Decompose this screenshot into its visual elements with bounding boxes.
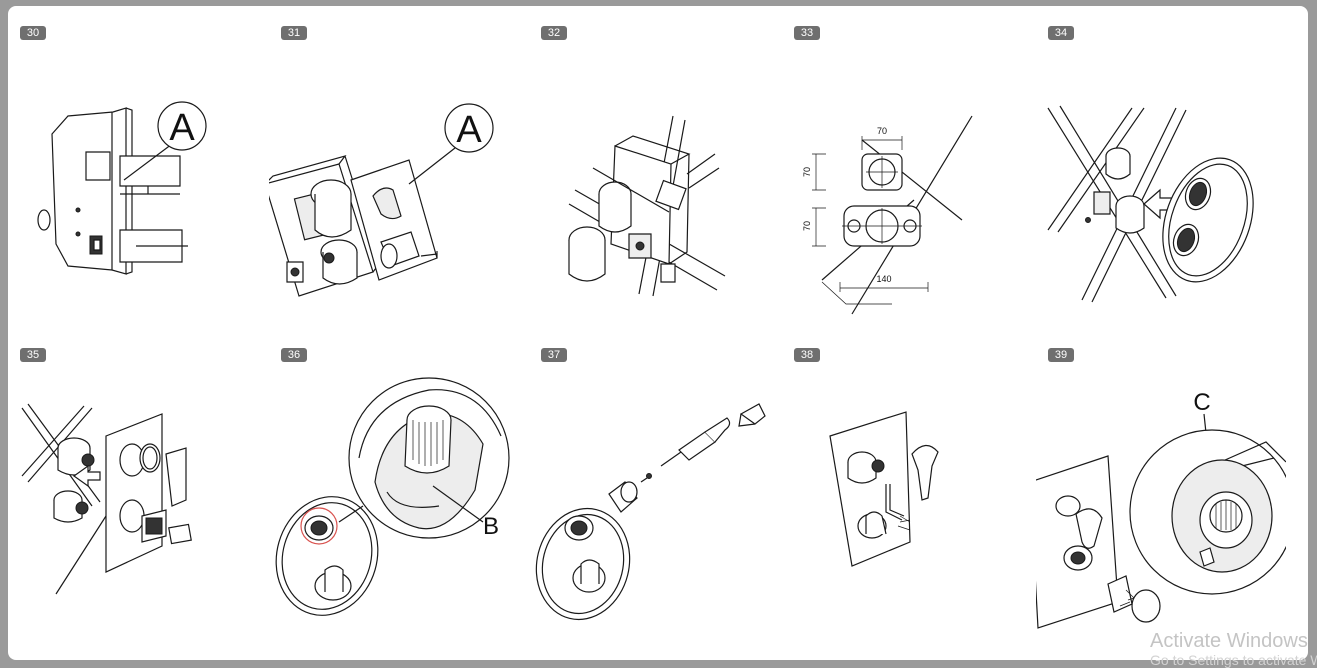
step-number-badge: 36 xyxy=(281,348,307,362)
dimension-lower-height: 70 xyxy=(802,221,812,231)
step-number-badge: 38 xyxy=(794,348,820,362)
callout-label: C xyxy=(1193,389,1210,416)
step-34: 34 xyxy=(1036,26,1286,326)
step-36: 36 B xyxy=(269,348,519,648)
spline-adapter-detail-diagram: B xyxy=(269,366,519,646)
step-39: 39 C xyxy=(1036,348,1286,648)
exploded-box-assembly-diagram: A xyxy=(269,44,519,324)
step-number-badge: 34 xyxy=(1048,26,1074,40)
dimension-top-width: 70 xyxy=(877,126,887,136)
step-33: 33 70 70 70 140 xyxy=(782,26,1032,326)
step-number-badge: 30 xyxy=(20,26,46,40)
step-31: 31 A xyxy=(269,26,519,326)
step-number-badge: 33 xyxy=(794,26,820,40)
handle-fixing-screwdriver-diagram xyxy=(529,366,779,646)
step-38: 38 xyxy=(782,348,1032,648)
mixing-valve-side-view-diagram: A xyxy=(8,44,258,324)
lever-handle-hex-key-diagram xyxy=(782,366,1032,646)
cover-plate-alignment-diagram xyxy=(1036,44,1286,324)
callout-label: B xyxy=(483,513,499,540)
valve-with-pipes-diagram xyxy=(529,44,779,324)
callout-label: A xyxy=(456,109,482,151)
callout-label: A xyxy=(169,107,195,149)
os-watermark-subtext: Go to Settings to activate Windows. xyxy=(1150,652,1317,668)
step-number-badge: 32 xyxy=(541,26,567,40)
dimension-bottom-width: 140 xyxy=(876,274,891,284)
step-number-badge: 35 xyxy=(20,348,46,362)
instruction-sheet: 30 A 31 xyxy=(8,6,1308,660)
step-number-badge: 37 xyxy=(541,348,567,362)
installation-dimensions-diagram: 70 70 70 140 xyxy=(802,44,1032,324)
os-watermark: Activate Windows xyxy=(1150,630,1308,652)
cartridge-spline-detail-diagram: C xyxy=(1036,389,1286,646)
step-35: 35 xyxy=(8,348,258,648)
step-number-badge: 31 xyxy=(281,26,307,40)
step-37: 37 xyxy=(529,348,779,648)
step-30: 30 A xyxy=(8,26,258,326)
dimension-upper-height: 70 xyxy=(802,167,812,177)
step-number-badge: 39 xyxy=(1048,348,1074,362)
cover-plate-installation-diagram xyxy=(8,366,258,646)
step-32: 32 xyxy=(529,26,779,326)
